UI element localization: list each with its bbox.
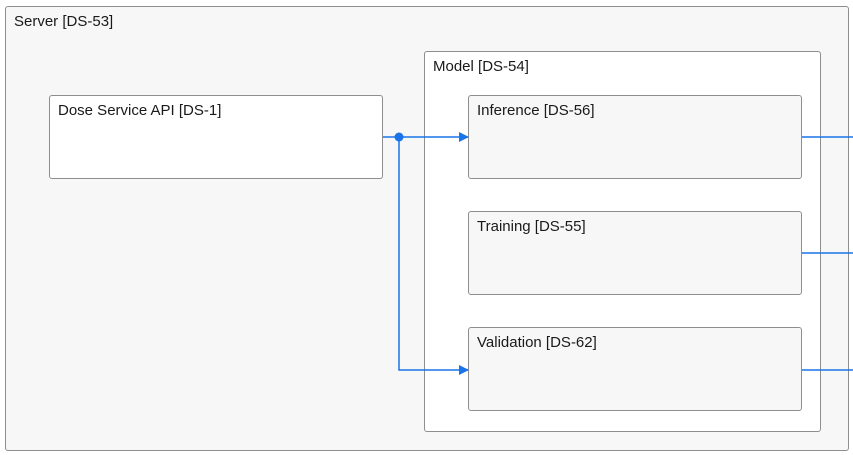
validation-label: Validation [DS-62] bbox=[477, 334, 597, 351]
validation-node[interactable]: Validation [DS-62] bbox=[468, 327, 802, 411]
inference-node[interactable]: Inference [DS-56] bbox=[468, 95, 802, 179]
dose-service-api-node[interactable]: Dose Service API [DS-1] bbox=[49, 95, 383, 179]
server-label: Server [DS-53] bbox=[14, 13, 114, 30]
training-node[interactable]: Training [DS-55] bbox=[468, 211, 802, 295]
dose-service-api-label: Dose Service API [DS-1] bbox=[58, 102, 222, 119]
inference-label: Inference [DS-56] bbox=[477, 102, 595, 119]
training-label: Training [DS-55] bbox=[477, 218, 586, 235]
model-label: Model [DS-54] bbox=[433, 58, 529, 75]
